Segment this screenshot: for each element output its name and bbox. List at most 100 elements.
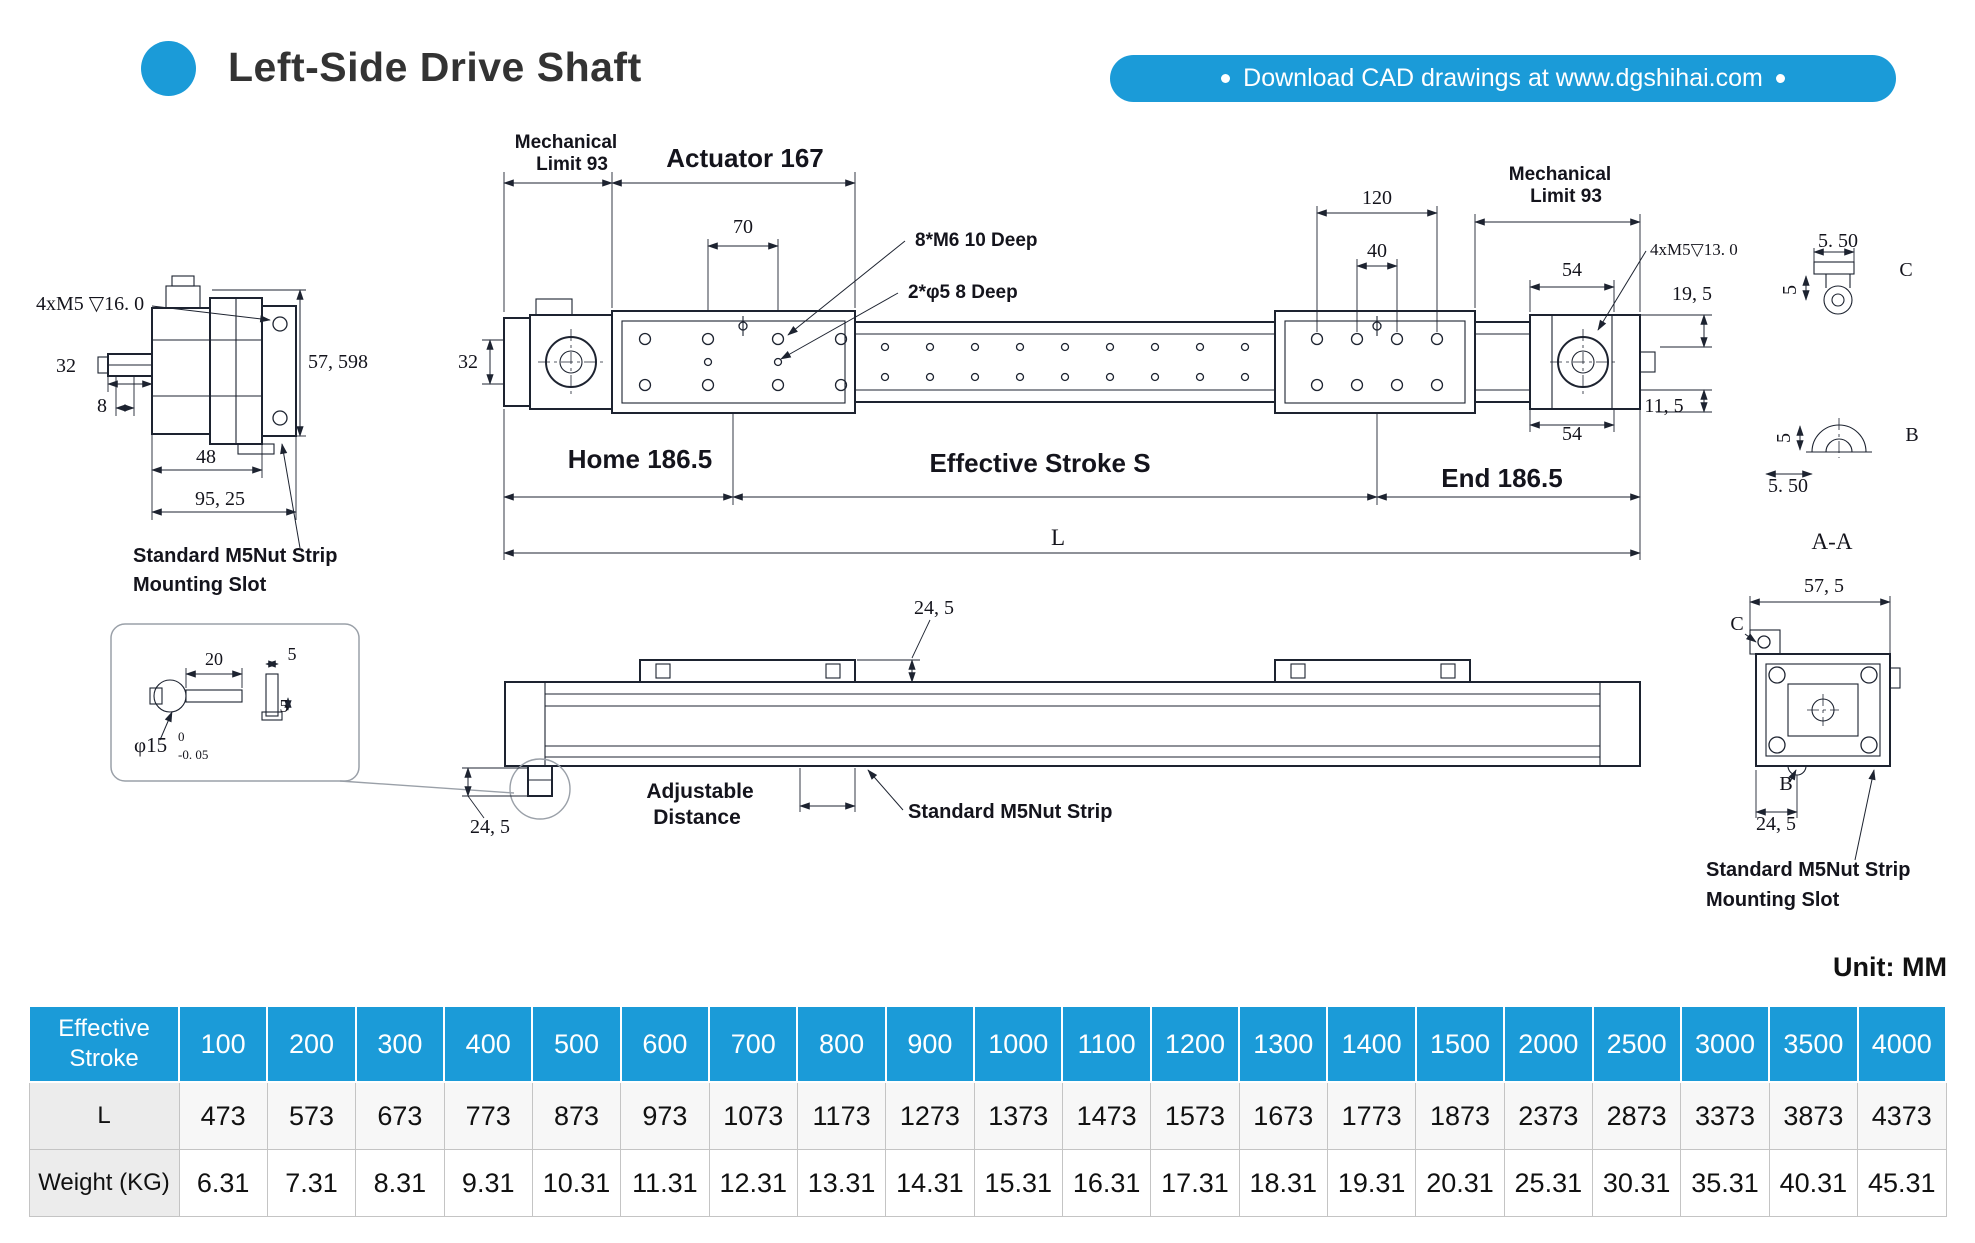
spec-value-cell: 13.31 xyxy=(796,1149,887,1217)
spec-value-cell: 2873 xyxy=(1591,1081,1682,1150)
note-m5-nut-strip-side: Standard M5Nut Strip xyxy=(908,801,1112,823)
detail-c-view xyxy=(1802,248,1855,315)
download-cad-label: Download CAD drawings at www.dgshihai.co… xyxy=(1243,64,1763,92)
spec-value-cell: 11.31 xyxy=(620,1149,710,1217)
spec-value-cell: 25.31 xyxy=(1503,1149,1594,1217)
note-end-186-5: End 186.5 xyxy=(1441,463,1562,493)
note-8xm6-10deep: 8*M6 10 Deep xyxy=(915,230,1038,251)
dim-54-top: 54 xyxy=(1562,259,1582,281)
note-distance: Distance xyxy=(653,806,741,829)
spec-value-cell: 35.31 xyxy=(1680,1149,1770,1217)
col-header-stroke-500: 500 xyxy=(531,1005,622,1083)
dim-8: 8 xyxy=(97,395,107,417)
spec-value-cell: 1773 xyxy=(1326,1081,1417,1150)
spec-value-cell: 17.31 xyxy=(1150,1149,1240,1217)
dim-11-5: 11, 5 xyxy=(1644,395,1683,417)
dim-phi15-tol-lower: -0. 05 xyxy=(178,747,208,762)
spec-value-cell: 16.31 xyxy=(1061,1149,1152,1217)
spec-value-cell: 3373 xyxy=(1680,1081,1770,1150)
dim-24-5-foot: 24, 5 xyxy=(470,816,510,838)
note-2xphi5-8deep: 2*φ5 8 Deep xyxy=(908,282,1018,303)
note-adjustable: Adjustable xyxy=(646,780,753,803)
bullet-icon xyxy=(1775,74,1785,83)
spec-value-cell: 1673 xyxy=(1238,1081,1328,1150)
col-header-stroke-2000: 2000 xyxy=(1503,1005,1594,1083)
label-section-aa: A-A xyxy=(1812,529,1853,554)
note-actuator-167: Actuator 167 xyxy=(666,143,824,173)
col-header-stroke-800: 800 xyxy=(796,1005,887,1083)
unit-note: Unit: MM xyxy=(1833,952,1947,982)
label-4xm5-depth13: 4xM5▽13. 0 xyxy=(1650,240,1738,259)
download-cad-button[interactable]: Download CAD drawings at www.dgshihai.co… xyxy=(1110,55,1896,102)
dim-5-detail-bottom: 5 xyxy=(280,696,289,716)
spec-value-cell: 18.31 xyxy=(1238,1149,1328,1217)
note-mech-limit-left-2: Limit 93 xyxy=(536,154,608,175)
spec-value-cell: 1573 xyxy=(1150,1081,1240,1150)
spec-value-cell: 1873 xyxy=(1415,1081,1505,1150)
label-b-pointer: B xyxy=(1779,773,1792,795)
spec-value-cell: 12.31 xyxy=(708,1149,798,1217)
label-4xm5-depth16: 4xM5 ▽16. 0 xyxy=(36,293,144,315)
spec-value-cell: 873 xyxy=(531,1081,622,1150)
dim-24-5-aa: 24, 5 xyxy=(1756,813,1796,835)
page-title: Left-Side Drive Shaft xyxy=(228,44,642,90)
row-label: L xyxy=(28,1081,180,1150)
spec-value-cell: 10.31 xyxy=(531,1149,622,1217)
spec-value-cell: 1273 xyxy=(885,1081,975,1150)
label-b-detail: B xyxy=(1905,424,1918,446)
dim-120: 120 xyxy=(1362,187,1392,209)
spec-value-cell: 3873 xyxy=(1768,1081,1859,1150)
dim-95-25: 95, 25 xyxy=(195,488,245,510)
bullet-icon xyxy=(1221,74,1231,83)
col-header-stroke-1400: 1400 xyxy=(1326,1005,1417,1083)
col-header-stroke-3000: 3000 xyxy=(1679,1005,1771,1083)
dim-L: L xyxy=(1051,525,1065,550)
spec-value-cell: 1373 xyxy=(973,1081,1063,1150)
spec-value-cell: 40.31 xyxy=(1768,1149,1859,1217)
dim-40: 40 xyxy=(1367,240,1387,262)
col-header-stroke-3500: 3500 xyxy=(1768,1005,1859,1083)
spec-value-cell: 14.31 xyxy=(885,1149,975,1217)
col-header-stroke-1500: 1500 xyxy=(1414,1005,1506,1083)
spec-value-cell: 1173 xyxy=(796,1081,887,1150)
spec-value-cell: 6.31 xyxy=(178,1149,268,1217)
dim-24-5-carriage: 24, 5 xyxy=(914,597,954,619)
spec-value-cell: 1073 xyxy=(708,1081,798,1150)
spec-value-cell: 2373 xyxy=(1503,1081,1594,1150)
dim-57-598: 57, 598 xyxy=(308,351,368,373)
col-header-stroke-200: 200 xyxy=(266,1005,357,1083)
note-mech-limit-right-1: Mechanical xyxy=(1509,164,1611,185)
col-header-stroke-2500: 2500 xyxy=(1591,1005,1682,1083)
note-m5-nut-strip-right: Standard M5Nut Strip xyxy=(1706,859,1910,881)
note-mech-limit-right-2: Limit 93 xyxy=(1530,186,1602,207)
col-header-stroke-600: 600 xyxy=(619,1005,711,1083)
spec-value-cell: 9.31 xyxy=(443,1149,533,1217)
col-header-stroke-1000: 1000 xyxy=(973,1005,1064,1083)
label-c-detail: C xyxy=(1899,259,1912,281)
col-header-stroke-1100: 1100 xyxy=(1061,1005,1152,1083)
col-header-stroke-1300: 1300 xyxy=(1238,1005,1329,1083)
spec-value-cell: 673 xyxy=(355,1081,445,1150)
col-header-stroke-300: 300 xyxy=(354,1005,446,1083)
spec-value-cell: 773 xyxy=(443,1081,533,1150)
brand-dot-icon xyxy=(141,41,196,96)
col-header-effective-stroke: Effective Stroke xyxy=(28,1005,180,1083)
spec-value-cell: 45.31 xyxy=(1857,1149,1947,1217)
spec-value-cell: 19.31 xyxy=(1326,1149,1417,1217)
spec-value-cell: 20.31 xyxy=(1415,1149,1505,1217)
detail-b-view xyxy=(1765,418,1872,478)
note-home-186-5: Home 186.5 xyxy=(568,444,713,474)
note-mech-limit-left-1: Mechanical xyxy=(515,132,617,153)
spec-value-cell: 573 xyxy=(266,1081,357,1150)
col-header-stroke-700: 700 xyxy=(708,1005,799,1083)
col-header-stroke-400: 400 xyxy=(443,1005,534,1083)
dim-54-bottom: 54 xyxy=(1562,423,1582,445)
spec-value-cell: 973 xyxy=(620,1081,710,1150)
row-label: Weight (KG) xyxy=(28,1149,180,1217)
note-mounting-slot-left: Mounting Slot xyxy=(133,574,267,596)
